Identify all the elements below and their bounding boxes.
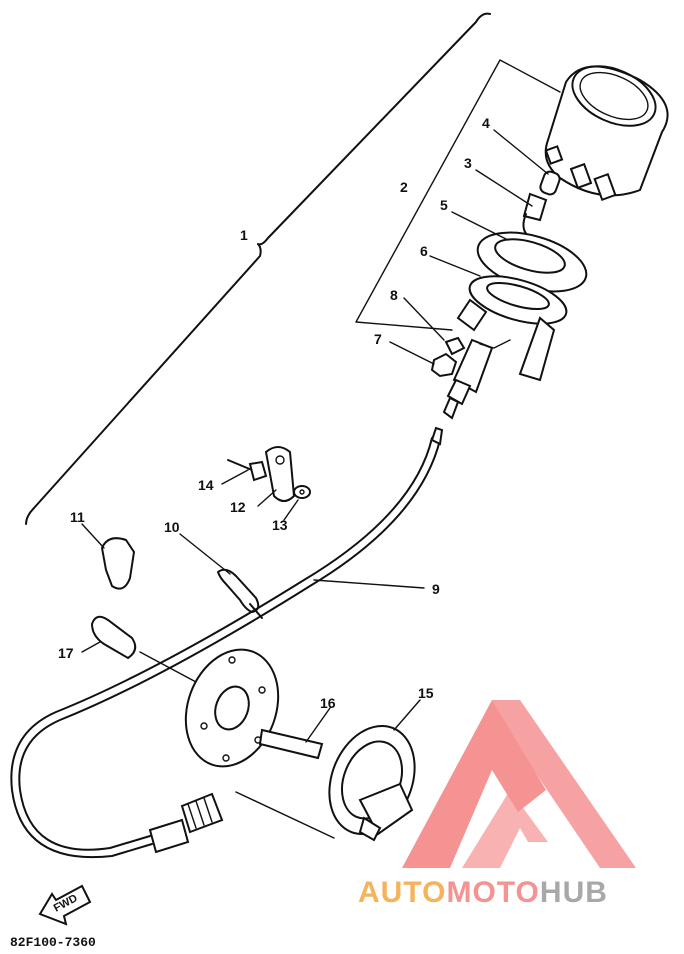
watermark-inner-g xyxy=(462,790,548,868)
watermark-triangle-left xyxy=(402,700,546,868)
callout-3: 3 xyxy=(464,155,472,171)
meter-bracket xyxy=(456,275,568,382)
callout-15: 15 xyxy=(418,685,434,701)
bracket-item-2 xyxy=(355,59,561,331)
brake-disc xyxy=(184,648,280,768)
callout-17: 17 xyxy=(58,645,74,661)
callout-5: 5 xyxy=(440,197,448,213)
watermark-triangle-right xyxy=(492,700,636,868)
watermark-logo: AUTOMOTOHUB xyxy=(358,700,636,909)
gear-unit-item-15 xyxy=(328,724,416,842)
speedometer-cable xyxy=(10,426,444,859)
bulb-and-socket xyxy=(522,170,561,237)
cable-clamp xyxy=(217,568,263,619)
bracket-item-1 xyxy=(25,12,491,525)
callout-2: 2 xyxy=(400,179,408,195)
part-code: 82F100-7360 xyxy=(10,935,96,950)
callout-6: 6 xyxy=(420,243,428,259)
callout-8: 8 xyxy=(390,287,398,303)
watermark-hub: HUB xyxy=(540,876,608,909)
drive-shaft-item-16 xyxy=(258,728,324,760)
watermark-auto: AUTO xyxy=(358,876,446,909)
callout-9: 9 xyxy=(432,581,440,597)
collar-item-17 xyxy=(90,615,137,660)
callout-11: 11 xyxy=(70,509,85,525)
callout-13: 13 xyxy=(272,517,288,533)
callout-14: 14 xyxy=(198,477,214,493)
callout-7: 7 xyxy=(374,331,382,347)
callout-labels: 1 2 3 4 5 6 7 8 9 10 11 12 13 14 15 16 1… xyxy=(58,115,490,711)
callout-10: 10 xyxy=(164,519,180,535)
cap-item-11 xyxy=(100,537,136,590)
watermark-moto: MOTO xyxy=(446,876,539,909)
watermark-text: AUTOMOTOHUB xyxy=(358,876,608,909)
callout-12: 12 xyxy=(230,499,246,515)
callout-4: 4 xyxy=(482,115,490,131)
leader-lines xyxy=(81,129,549,839)
washer-item-8 xyxy=(444,336,466,356)
callout-16: 16 xyxy=(320,695,336,711)
cable-meter-fitting xyxy=(442,338,511,420)
holder-assembly xyxy=(227,446,311,502)
speedometer-housing xyxy=(544,65,669,202)
forward-arrow: FWD xyxy=(38,884,92,926)
nut-item-7 xyxy=(430,352,458,378)
callout-1: 1 xyxy=(240,227,248,243)
